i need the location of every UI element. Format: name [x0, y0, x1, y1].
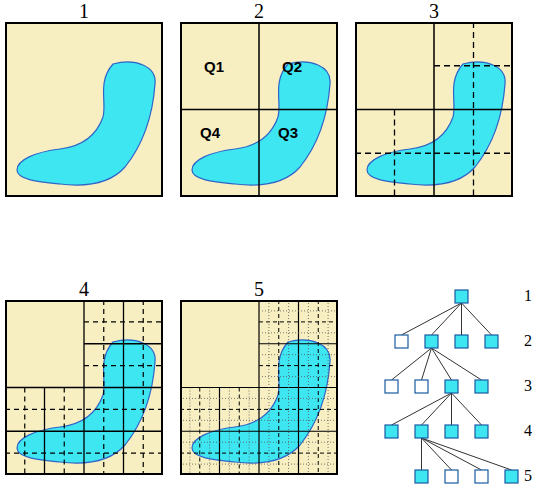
panel-art [5, 22, 163, 197]
quadtree-panel: 5 [180, 300, 338, 475]
quadtree-panel: 2 [180, 22, 338, 197]
quadrant-label: Q4 [200, 124, 220, 142]
panel-number: 4 [7, 278, 161, 300]
panel-art [180, 22, 338, 197]
level-number: 5 [524, 467, 532, 485]
quadtree [392, 303, 512, 470]
panel-art [355, 22, 513, 197]
level-number: 1 [524, 287, 532, 305]
panel-number: 3 [357, 0, 511, 22]
panel-art [180, 300, 338, 475]
level-number: 3 [524, 377, 532, 395]
quadrant-label: Q1 [204, 58, 224, 76]
quadrant-label: Q3 [278, 124, 298, 142]
quadtree-panel: 3 [355, 22, 513, 197]
panel-number: 2 [182, 0, 336, 22]
quadtree-panel: 4 [5, 300, 163, 475]
level-number: 4 [524, 422, 532, 440]
quadrant-label: Q2 [282, 58, 302, 76]
panel-number: 1 [7, 0, 161, 22]
quadtree-nodes [385, 290, 518, 483]
quadtree-panel: 1 [5, 22, 163, 197]
panel-art [5, 300, 163, 475]
level-number: 2 [524, 332, 532, 350]
panel-number: 5 [182, 278, 336, 300]
